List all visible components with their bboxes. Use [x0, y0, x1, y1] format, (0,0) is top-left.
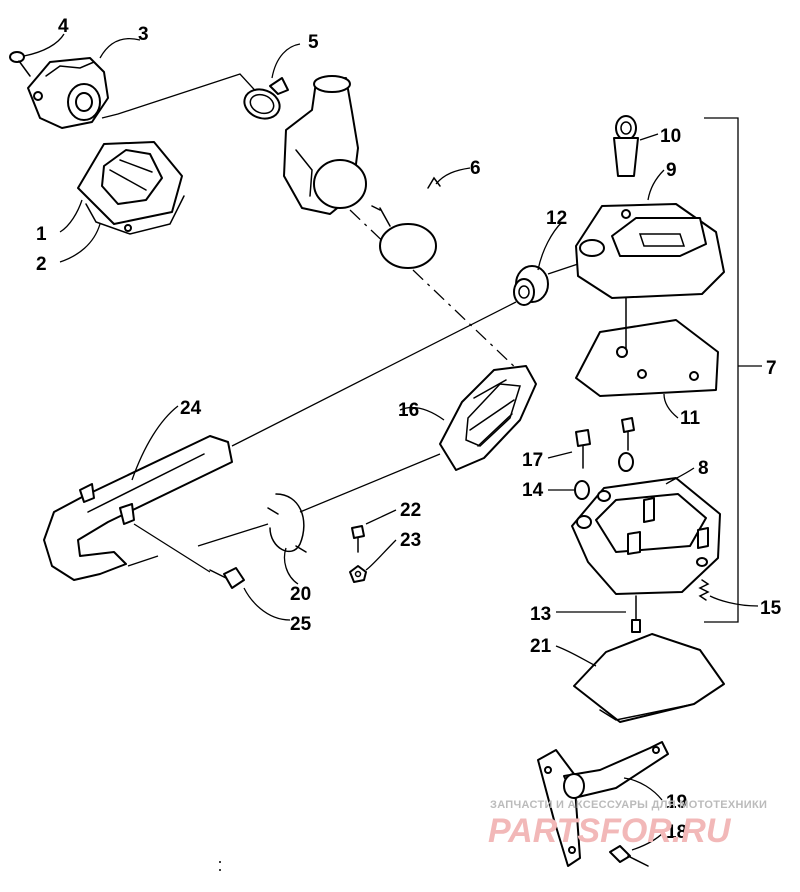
watermark-tagline: ЗАПЧАСТИ И АКСЕССУАРЫ ДЛЯ МОТОТЕХНИКИ	[490, 799, 767, 811]
part-1-gasket	[77, 141, 183, 225]
part-20-clamp	[267, 493, 307, 553]
watermark-logo: PARTSFOR.RU	[488, 812, 732, 850]
part-8-airbox-base	[571, 477, 721, 595]
callout-13: 13	[530, 604, 551, 625]
callout-10: 10	[660, 126, 681, 147]
callout-12: 12	[546, 208, 567, 229]
part-15-spring	[698, 579, 710, 601]
callout-16: 16	[398, 400, 419, 421]
part-24-intake-tube	[43, 435, 233, 581]
part-6-clamp-ring	[371, 176, 441, 269]
part-21-pad	[573, 633, 725, 723]
callout-11: 11	[680, 408, 701, 429]
part-5-clamp	[243, 77, 289, 120]
part-18-bolt	[609, 845, 649, 867]
part-2-plate	[85, 195, 185, 235]
callout-6: 6	[470, 158, 481, 179]
part-17-bolts	[575, 417, 635, 469]
callout-19: 19	[666, 792, 687, 813]
part-25-bolt	[209, 567, 245, 589]
part-4-screw	[9, 51, 31, 77]
part-23-nut	[349, 565, 367, 583]
callout-25: 25	[290, 614, 312, 635]
part-14-spacers	[574, 452, 634, 500]
callout-7: 7	[766, 358, 777, 379]
callout-22: 22	[400, 500, 421, 521]
part-12-grommet	[513, 265, 549, 306]
callout-15: 15	[760, 598, 782, 619]
callout-20: 20	[290, 584, 311, 605]
part-11-filter	[575, 319, 719, 397]
group-7-bracket	[704, 117, 739, 623]
part-19-bracket	[537, 741, 669, 867]
part-10-fitting	[613, 115, 639, 177]
callout-18: 18	[666, 822, 687, 843]
callout-14: 14	[522, 480, 544, 501]
callout-4: 4	[58, 16, 69, 37]
callout-21: 21	[530, 636, 552, 657]
callout-17: 17	[522, 450, 543, 471]
part-9-airbox-lid	[575, 203, 725, 299]
part-16-coupler	[439, 365, 537, 471]
callout-3: 3	[138, 24, 149, 45]
part-3-housing	[27, 57, 109, 129]
part-22-bolt	[351, 525, 365, 553]
callout-24: 24	[180, 398, 202, 419]
callout-2: 2	[36, 254, 47, 275]
callout-8: 8	[698, 458, 709, 479]
part-13-screw	[631, 595, 641, 633]
intake-elbow	[283, 75, 367, 215]
callout-1: 1	[36, 224, 47, 245]
callout-9: 9	[666, 160, 677, 181]
callout-5: 5	[308, 32, 319, 53]
callout-23: 23	[400, 530, 421, 551]
